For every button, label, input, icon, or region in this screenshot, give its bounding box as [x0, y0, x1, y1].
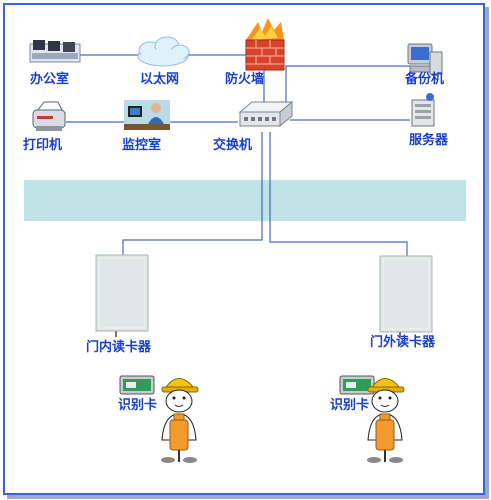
diagram-frame — [3, 3, 485, 495]
card-reader-icon — [95, 254, 149, 337]
switch-label: 交换机 — [213, 138, 253, 153]
id-card-icon — [119, 375, 155, 395]
line-switch-inner-reader — [122, 132, 263, 255]
line-switch-outer-reader — [269, 132, 408, 256]
monitor-room-label: 监控室 — [122, 138, 162, 153]
backup-computer-icon — [407, 43, 443, 75]
ethernet-label: 以太网 — [140, 72, 180, 87]
id-card-icon — [339, 375, 375, 395]
backup-label: 备份机 — [405, 72, 445, 87]
printer-label: 打印机 — [23, 138, 63, 153]
outer-reader-label: 门外读卡器 — [370, 335, 436, 350]
card-left-label: 识别卡 — [118, 398, 158, 413]
office-label: 办公室 — [30, 72, 70, 87]
server-icon — [411, 93, 435, 127]
worker-icon — [367, 378, 405, 463]
line-switch-backup — [285, 65, 410, 112]
card-reader-icon — [379, 255, 433, 338]
card-right-label: 识别卡 — [330, 398, 370, 413]
cloud-icon — [137, 36, 190, 67]
connection-lines — [66, 54, 410, 256]
switch-icon — [238, 100, 294, 128]
office-icon — [29, 40, 81, 63]
server-label: 服务器 — [409, 133, 449, 148]
printer-icon — [32, 101, 66, 131]
firewall-label: 防火墙 — [225, 72, 265, 87]
worker-icon — [161, 378, 199, 463]
firewall-icon — [245, 18, 285, 71]
monitor-room-icon — [124, 100, 170, 130]
network-band — [24, 180, 466, 221]
inner-reader-label: 门内读卡器 — [86, 340, 152, 355]
